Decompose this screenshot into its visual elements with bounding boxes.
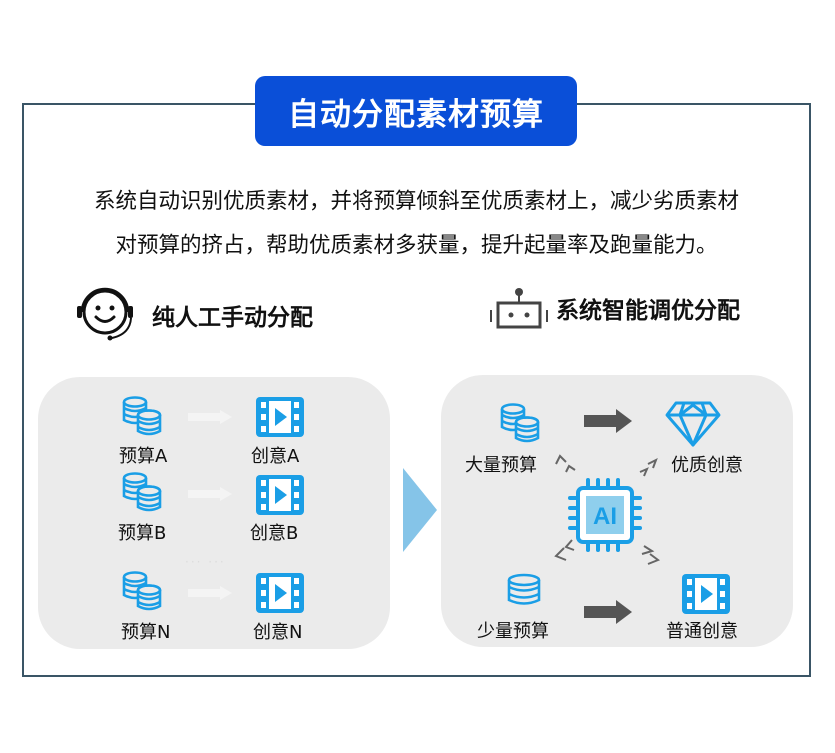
manual-allocation-panel <box>38 377 390 649</box>
heading-text: 系统智能调优分配 <box>556 298 740 324</box>
normal-creative-label: 普通创意 <box>666 621 738 642</box>
smart-allocation-heading: 系统智能调优分配 <box>488 286 740 330</box>
ellipsis: ··· ··· <box>185 555 226 569</box>
large-budget-label: 大量预算 <box>465 455 537 476</box>
description-line-1: 系统自动识别优质素材，并将预算倾斜至优质素材上，减少劣质素材 <box>93 189 739 214</box>
faint-arrow-icon <box>188 586 232 600</box>
coins-icon <box>122 571 162 611</box>
coins-icon <box>122 472 162 512</box>
creative-b-label: 创意B <box>250 523 299 544</box>
video-creative-icon <box>256 397 304 437</box>
coin-stack-icon <box>507 573 541 605</box>
creative-a-label: 创意A <box>251 446 300 467</box>
headset-smiley-icon <box>77 287 133 341</box>
video-creative-icon <box>256 573 304 613</box>
budget-b-label: 预算B <box>118 523 167 544</box>
video-creative-icon <box>256 475 304 515</box>
diamond-icon <box>665 401 721 447</box>
chip-label: AI <box>593 503 617 530</box>
faint-arrow-icon <box>188 410 232 424</box>
small-budget-label: 少量预算 <box>477 621 549 642</box>
coins-icon <box>500 403 540 443</box>
quality-creative-label: 优质创意 <box>671 455 743 476</box>
manual-allocation-heading: 纯人工手动分配 <box>72 286 313 344</box>
budget-n-label: 预算N <box>121 622 171 643</box>
page-title: 自动分配素材预算 <box>255 76 577 146</box>
transition-arrow-icon <box>403 468 437 552</box>
creative-n-label: 创意N <box>253 622 303 643</box>
ai-chip-icon: AI <box>568 478 642 552</box>
budget-a-label: 预算A <box>119 446 168 467</box>
heading-text: 纯人工手动分配 <box>152 305 313 331</box>
ai-distribution-arrows <box>554 454 661 565</box>
video-creative-icon <box>682 574 730 614</box>
robot-icon <box>490 288 548 329</box>
faint-arrow-icon <box>188 487 232 501</box>
coins-icon <box>122 396 162 436</box>
dark-arrow-icon <box>584 409 632 433</box>
title-text: 自动分配素材预算 <box>288 96 544 133</box>
description-line-2: 对预算的挤占，帮助优质素材多获量，提升起量率及跑量能力。 <box>115 233 718 258</box>
dark-arrow-icon <box>584 600 632 624</box>
